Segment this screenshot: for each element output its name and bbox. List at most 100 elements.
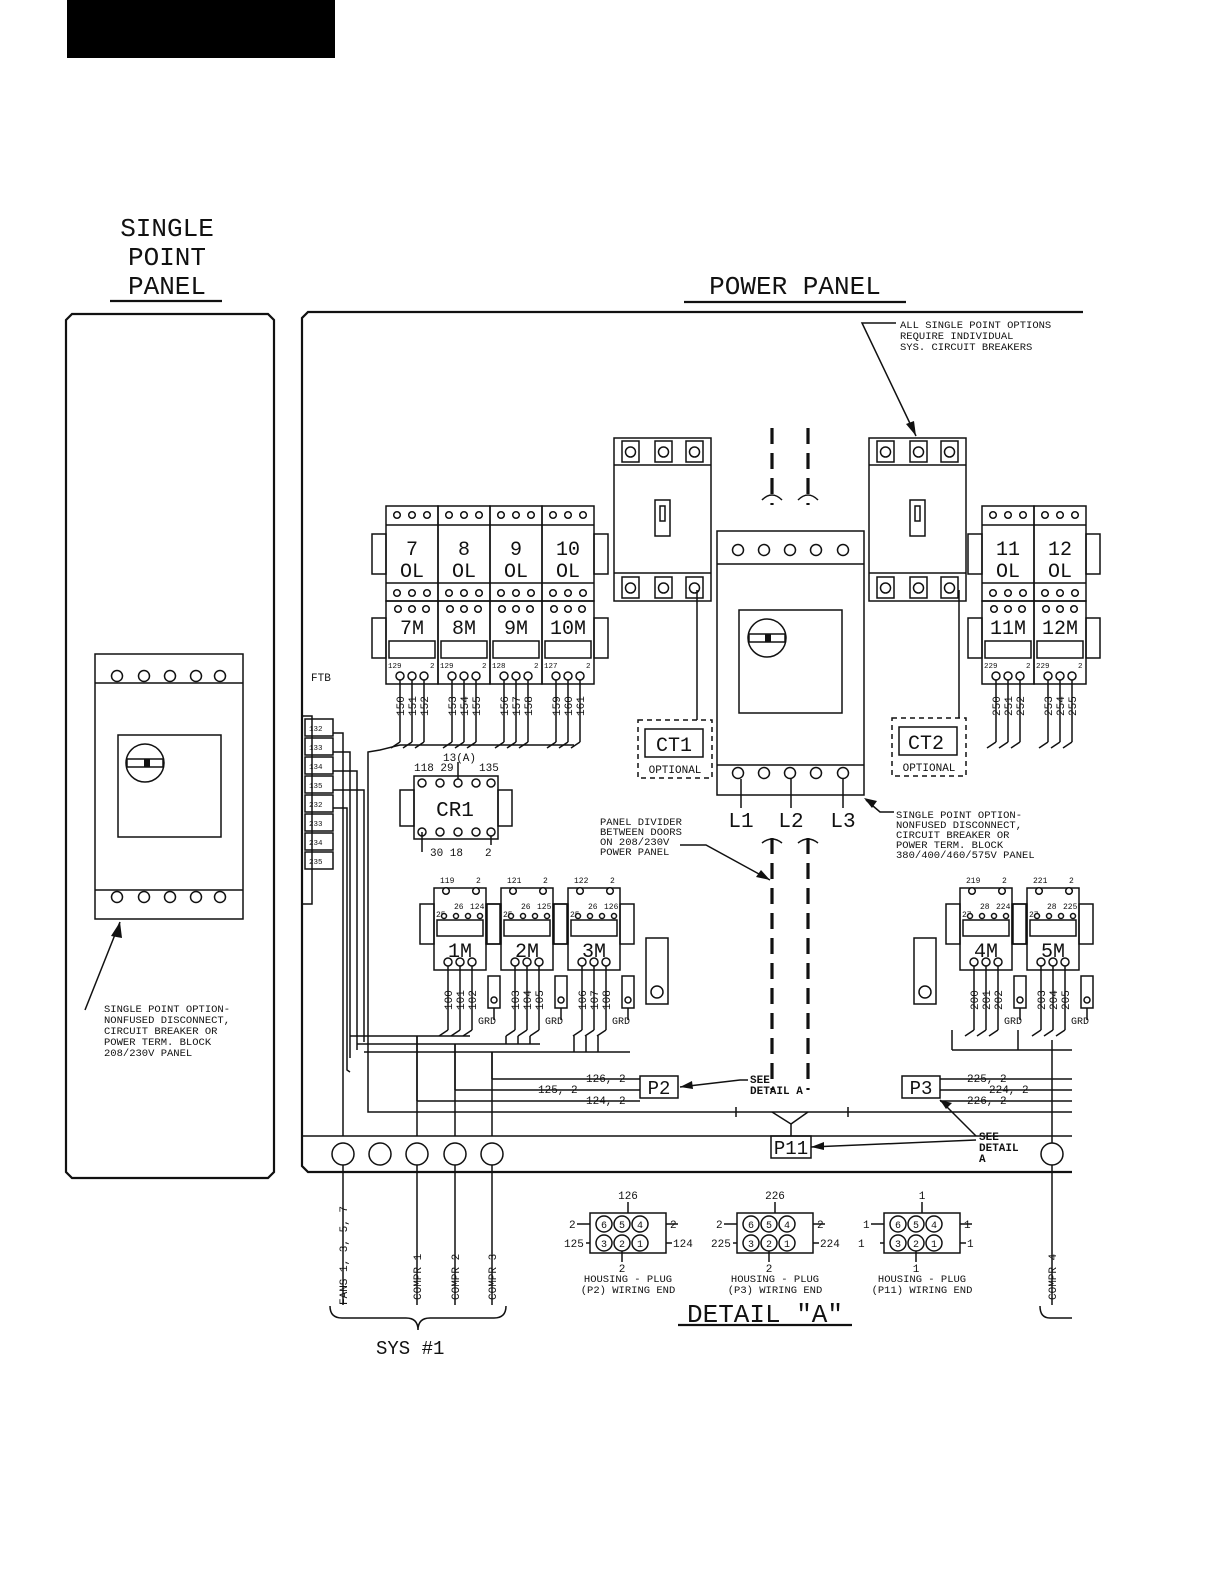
contactor-name: 7M [400,618,424,641]
note-panel-divider-2: BETWEEN DOORS [600,827,682,839]
wire [450,1029,461,1037]
terminal [1070,588,1080,598]
contact-label: 122 [574,877,589,886]
overload-tag: OL [400,561,424,584]
line-terminal [137,669,151,683]
coil-terminal-label: 2 [430,663,435,671]
wire-number: 160 [564,696,576,716]
terminal [548,510,558,520]
leader-line [680,844,771,881]
side-clip [619,903,635,945]
ct2-optional: OPTIONAL [903,763,956,775]
terminal [563,671,573,681]
wire-number: 101 [456,990,468,1010]
coil-terminal-label: 2 [482,663,487,671]
ftb-terminal [304,813,334,832]
terminal [981,957,991,967]
pin [778,1234,796,1252]
terminal [1055,671,1065,681]
side-clip [1085,533,1101,575]
wire [572,1029,583,1037]
pin-number: 6 [895,1221,901,1232]
terminal [1057,912,1065,920]
wire [1010,741,1021,749]
label-compr1: COMPR 1 [413,1253,425,1300]
terminal [1048,957,1058,967]
load-terminal [757,766,771,780]
terminal [508,886,518,896]
side-clip [371,617,387,659]
sys-brace [329,1305,507,1331]
wire-number: 202 [994,990,1006,1010]
terminal [464,912,472,920]
compressor-contactor-4M: 219227282244M200201202GRD [945,877,1027,1037]
terminal [1055,510,1065,520]
wire-number: 250 [992,696,1004,716]
terminal [997,886,1007,896]
coil-terminal-label: 2 [1078,663,1083,671]
pin-number: 2 [913,1240,919,1251]
housing-pin-label: 1 [967,1239,974,1251]
terminal [507,912,515,920]
wire [517,1029,528,1037]
side-clip [371,533,387,575]
terminal [407,671,417,681]
terminal [490,996,498,1004]
wire-number: 105 [535,990,547,1010]
p3-wire-label: 224, 2 [989,1085,1029,1097]
pin-number: 2 [619,1240,625,1251]
housing-pin-label: 2 [619,1264,626,1276]
terminal [601,957,611,967]
wire [1050,741,1061,749]
side-clip [967,533,983,575]
contactor-name: 3M [582,941,606,964]
note-all-single-point-2: REQUIRE INDIVIDUAL [900,331,1013,343]
terminal [471,778,481,788]
side-clip [593,533,609,575]
break-mark [761,838,819,844]
wire [529,1029,540,1037]
arrow-head [811,1142,824,1150]
wire-number: 252 [1016,696,1028,716]
title-single-line1: SINGLE [120,214,214,244]
wire-number: 203 [1037,990,1049,1010]
contactor-name: 11M [990,618,1026,641]
p3-wire-label: 226, 2 [967,1096,1007,1108]
coil-terminal-label: 127 [544,663,558,671]
terminal [543,912,551,920]
terminal [1067,671,1077,681]
side-clip [945,903,961,945]
wire-number: 152 [420,696,432,716]
wire-number: 154 [460,696,472,716]
note-single-point-right-5: 380/400/460/575V PANEL [896,850,1035,862]
terminal [563,604,573,614]
contact-label: 26 [588,903,598,912]
pin [613,1215,631,1233]
coil [436,919,484,937]
conduit-hole [480,1142,504,1166]
wire-number: 158 [524,696,536,716]
ftb-rail [301,715,313,905]
terminal [578,588,588,598]
pin [907,1215,925,1233]
cr1-pin: 118 29 [414,763,454,775]
line-terminal [189,669,203,683]
terminal [435,827,445,837]
terminal [392,510,402,520]
housing-caption: (P3) WIRING END [728,1285,823,1297]
line-terminal [757,543,771,557]
coil-terminal-label: 2 [534,663,539,671]
terminal [444,588,454,598]
terminal [1041,604,1051,614]
note-all-single-point-3: SYS. CIRCUIT BREAKERS [900,342,1032,354]
note-see-detail-p2-2: DETAIL A [750,1086,803,1098]
line-terminal [731,543,745,557]
label-compr3: COMPR 3 [488,1254,500,1300]
wire [986,741,997,749]
overload-tag: OL [452,561,476,584]
breaker-handle [909,499,926,537]
